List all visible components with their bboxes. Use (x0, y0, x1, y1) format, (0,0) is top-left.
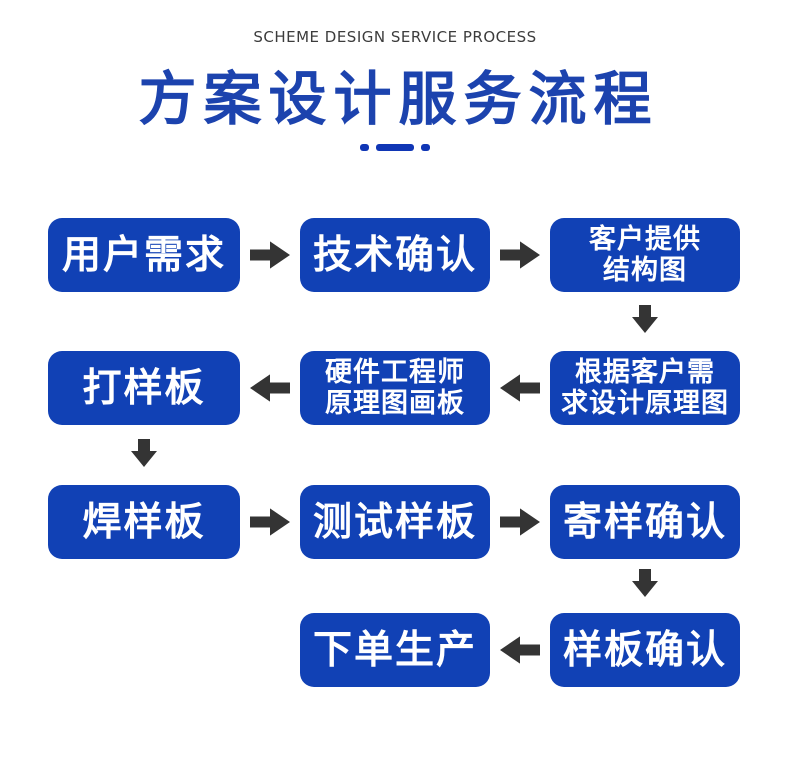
arrow-right-icon (250, 508, 290, 536)
flow-node-label-line2: 结构图 (603, 255, 687, 286)
arrow-right-icon (500, 241, 540, 269)
flow-node-label-line1: 客户提供 (589, 223, 701, 255)
arrow-down-icon (632, 305, 658, 333)
flow-node-label-line2: 求设计原理图 (561, 388, 729, 419)
flow-node-user-needs: 用户需求 (48, 218, 240, 292)
flow-node-label: 打样板 (82, 365, 206, 411)
flow-node-sample-confirm: 样板确认 (550, 613, 740, 687)
flow-node-label: 测试样板 (312, 499, 477, 545)
flow-node-client-structure: 客户提供 结构图 (550, 218, 740, 292)
flow-node-label: 寄样确认 (562, 499, 727, 545)
flow-node-order-production: 下单生产 (300, 613, 490, 687)
flow-node-test-board: 测试样板 (300, 485, 490, 559)
flow-node-label: 用户需求 (61, 232, 226, 278)
subtitle-english: SCHEME DESIGN SERVICE PROCESS (253, 28, 537, 46)
arrow-down-icon (632, 569, 658, 597)
flow-node-label: 下单生产 (312, 627, 477, 673)
page-title: 方案设计服务流程 (138, 65, 659, 133)
arrow-left-icon (500, 636, 540, 664)
flow-node-label: 样板确认 (562, 627, 727, 673)
arrow-left-icon (250, 374, 290, 402)
arrow-down-icon (131, 439, 157, 467)
flow-node-label-line2: 原理图画板 (325, 388, 465, 419)
divider-dash-left (360, 143, 369, 151)
divider-dash-center (376, 143, 414, 151)
arrow-left-icon (500, 374, 540, 402)
divider-dash-right (421, 143, 430, 151)
flow-node-hardware-engineer: 硬件工程师 原理图画板 (300, 351, 490, 425)
flow-node-label: 焊样板 (82, 499, 206, 545)
flow-node-label-line1: 硬件工程师 (325, 356, 465, 388)
flow-node-solder-board: 焊样板 (48, 485, 240, 559)
flow-node-send-sample: 寄样确认 (550, 485, 740, 559)
flow-node-design-schematic: 根据客户需 求设计原理图 (550, 351, 740, 425)
flow-node-tech-confirm: 技术确认 (300, 218, 490, 292)
flow-node-label-line1: 根据客户需 (575, 356, 715, 388)
flow-node-label: 技术确认 (312, 232, 477, 278)
flow-node-proto-board: 打样板 (48, 351, 240, 425)
title-divider (0, 143, 790, 151)
arrow-right-icon (250, 241, 290, 269)
arrow-right-icon (500, 508, 540, 536)
